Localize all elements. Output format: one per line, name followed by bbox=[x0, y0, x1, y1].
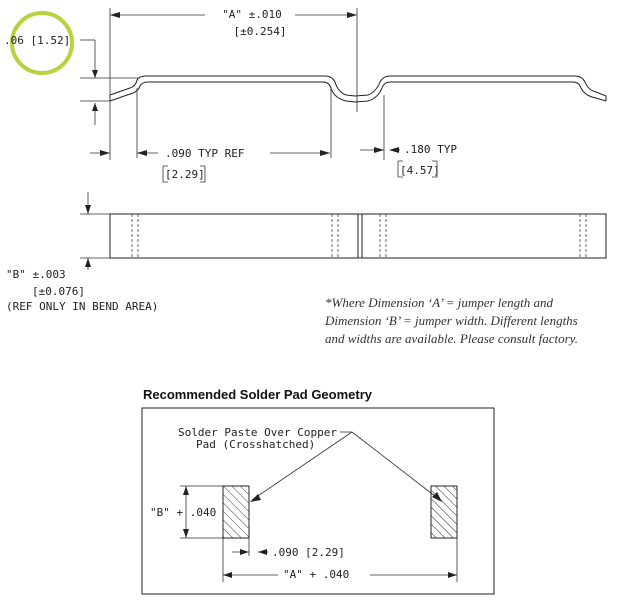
typ-bracket bbox=[397, 160, 438, 178]
jumper-note: *Where Dimension ‘A’ = jumper length and… bbox=[324, 295, 578, 346]
callout-line-1: Solder Paste Over Copper bbox=[178, 426, 337, 439]
pad-b-label: "B" + .040 bbox=[150, 506, 216, 519]
note-line-2: Dimension ‘B’ = jumper width. Different … bbox=[324, 313, 578, 328]
solder-pad-title: Recommended Solder Pad Geometry bbox=[143, 387, 373, 402]
callout-arrow-right bbox=[351, 431, 441, 501]
note-line-3: and widths are available. Please consult… bbox=[325, 331, 578, 346]
arrow bbox=[100, 150, 110, 156]
arrow bbox=[250, 494, 261, 502]
typ-metric: [4.57] bbox=[400, 164, 440, 177]
pad-a-bg bbox=[278, 567, 370, 581]
b-dim-metric: [±0.076] bbox=[32, 285, 85, 298]
arrow bbox=[85, 205, 91, 214]
typref-bracket bbox=[162, 165, 206, 183]
logo-text: A&C bbox=[28, 35, 57, 51]
b-dim-label: "B" ±.003 bbox=[6, 268, 66, 281]
typref-metric: [2.29] bbox=[165, 168, 205, 181]
arrow bbox=[389, 147, 399, 153]
solder-pad-geometry: Recommended Solder Pad Geometry Solder P… bbox=[141, 387, 495, 595]
arrow bbox=[137, 150, 147, 156]
arrow bbox=[183, 486, 189, 495]
arrow bbox=[258, 549, 267, 555]
arrow bbox=[92, 103, 98, 111]
arrow bbox=[240, 549, 249, 555]
arrow bbox=[448, 572, 457, 578]
pad-a-label: "A" + .040 bbox=[283, 568, 349, 581]
jumper-profile-view: "A" ±.010 [±0.254] .06 [1.52] .090 TYP R… bbox=[4, 6, 607, 183]
company-logo: A&C bbox=[10, 11, 74, 75]
dim-a-label: "A" ±.010 bbox=[222, 8, 282, 21]
callout-line-2: Pad (Crosshatched) bbox=[196, 438, 315, 451]
arrow bbox=[374, 147, 384, 153]
dim-a-metric: [±0.254] bbox=[234, 25, 287, 38]
typ-label: .180 TYP bbox=[404, 143, 457, 156]
arrow bbox=[320, 150, 330, 156]
arrow bbox=[92, 70, 98, 78]
b-ref-note: (REF ONLY IN BEND AREA) bbox=[6, 300, 158, 313]
arrow bbox=[85, 258, 91, 267]
jumper-profile-inner bbox=[109, 81, 607, 103]
arrow bbox=[347, 12, 357, 18]
solder-pad-right bbox=[430, 485, 458, 539]
height-dim-label: .06 [1.52] bbox=[4, 34, 70, 47]
arrow bbox=[223, 572, 232, 578]
typref-label: .090 TYP REF bbox=[165, 147, 244, 160]
callout-arrow-left bbox=[251, 431, 353, 501]
solder-pad-left bbox=[222, 485, 250, 539]
pad-090-label: .090 [2.29] bbox=[272, 546, 345, 559]
jumper-side-view: "B" ±.003 [±0.076] (REF ONLY IN BEND ARE… bbox=[6, 192, 607, 313]
arrow bbox=[110, 12, 120, 18]
arrow bbox=[183, 529, 189, 538]
jumper-profile-outline bbox=[109, 75, 607, 97]
dim-a-bg bbox=[205, 6, 295, 40]
logo-ring bbox=[10, 11, 74, 75]
solder-pad-frame bbox=[141, 407, 495, 595]
note-line-1: *Where Dimension ‘A’ = jumper length and bbox=[325, 295, 554, 310]
